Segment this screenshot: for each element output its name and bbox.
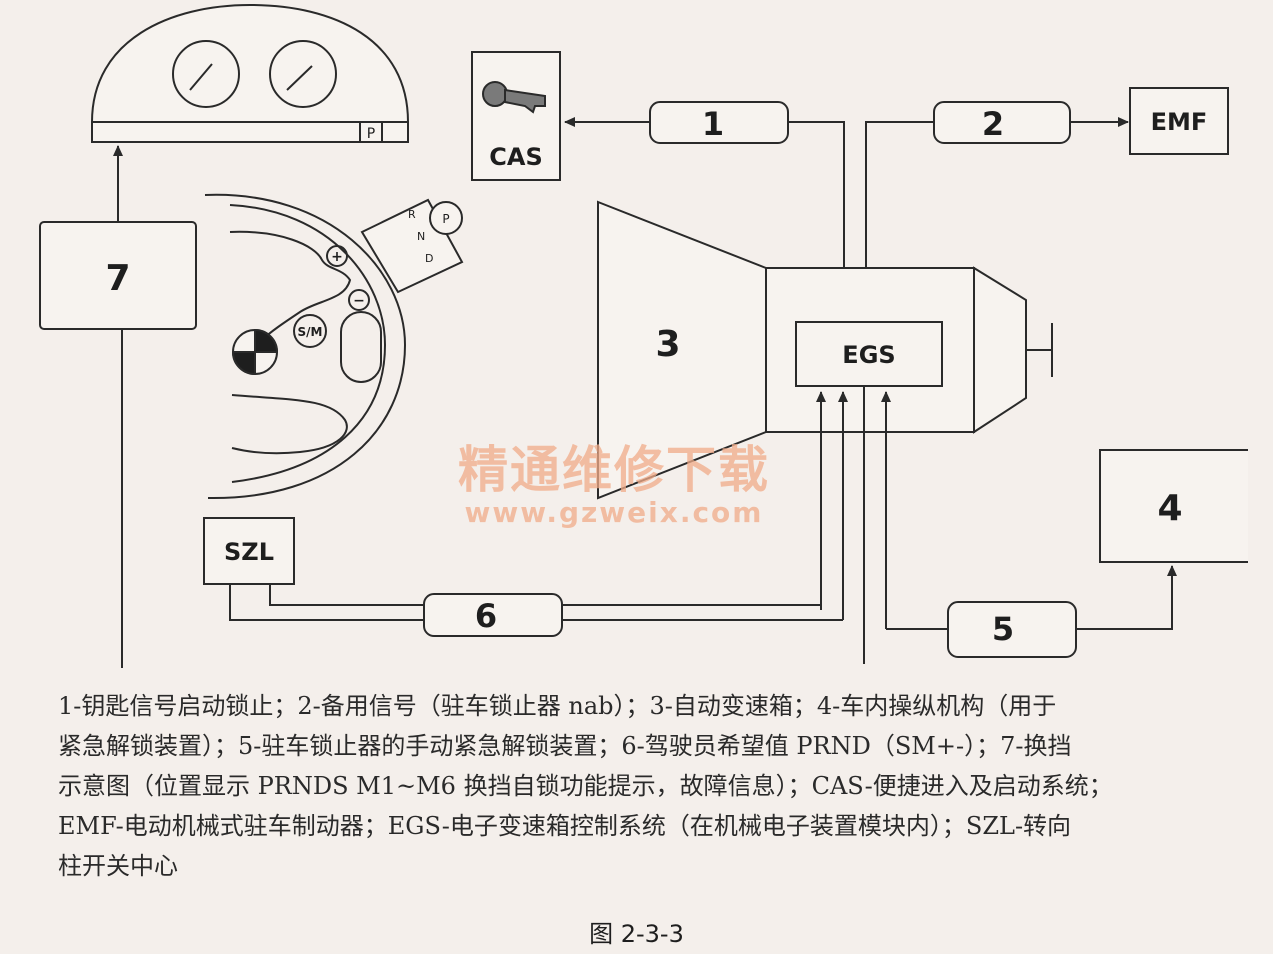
szl-label: SZL (224, 538, 274, 566)
cas-box (471, 51, 561, 181)
cas-label: CAS (489, 143, 542, 171)
transmission-label-3: 3 (655, 324, 680, 365)
signal-6-box (423, 593, 563, 637)
egs-box (795, 321, 943, 387)
caption-line: 示意图（位置显示 PRNDS M1~M6 换挡自锁功能提示，故障信息）；CAS-… (58, 772, 1113, 800)
lever-n-label: N (417, 230, 425, 243)
lever-p-label: P (442, 212, 449, 226)
figure-label: 图 2-3-3 (589, 920, 684, 948)
signal-2-label: 2 (982, 105, 1004, 143)
box-7-label: 7 (105, 258, 130, 299)
caption-line: 1-钥匙信号启动锁止；2-备用信号（驻车锁止器 nab）；3-自动变速箱；4-车… (58, 692, 1057, 720)
box-4 (1099, 449, 1248, 563)
lever-r-label: R (408, 208, 416, 221)
emf-label: EMF (1151, 108, 1208, 136)
lever-d-label: D (425, 252, 433, 265)
signal-5-label: 5 (992, 610, 1014, 648)
szl-box (203, 517, 295, 585)
instrument-cluster (90, 3, 410, 143)
sm-button-label: S/M (298, 325, 323, 339)
key-icon (482, 81, 546, 114)
figure-caption: 1-钥匙信号启动锁止；2-备用信号（驻车锁止器 nab）；3-自动变速箱；4-车… (58, 686, 1238, 886)
system-diagram: P + − S/M R N D P (39, 3, 1248, 668)
plus-button-label: + (331, 249, 343, 265)
gear-indicator-p: P (367, 126, 375, 142)
caption-line: 紧急解锁装置）；5-驻车锁止器的手动紧急解锁装置；6-驾驶员希望值 PRND（S… (58, 732, 1072, 760)
signal-1-label: 1 (702, 105, 724, 143)
gear-lever-icon (360, 198, 464, 294)
signal-6-label: 6 (475, 597, 497, 635)
egs-label: EGS (842, 341, 895, 369)
caption-line: EMF-电动机械式驻车制动器；EGS-电子变速箱控制系统（在机械电子装置模块内）… (58, 812, 1072, 840)
box-4-label: 4 (1157, 488, 1182, 529)
steering-wheel-icon (204, 193, 407, 500)
minus-button-label: − (353, 293, 365, 309)
emf-box (1129, 87, 1229, 155)
caption-line: 柱开关中心 (58, 852, 178, 880)
gauge-left-icon (172, 40, 240, 108)
transmission-shape (597, 200, 1053, 500)
gauge-right-icon (269, 40, 337, 108)
